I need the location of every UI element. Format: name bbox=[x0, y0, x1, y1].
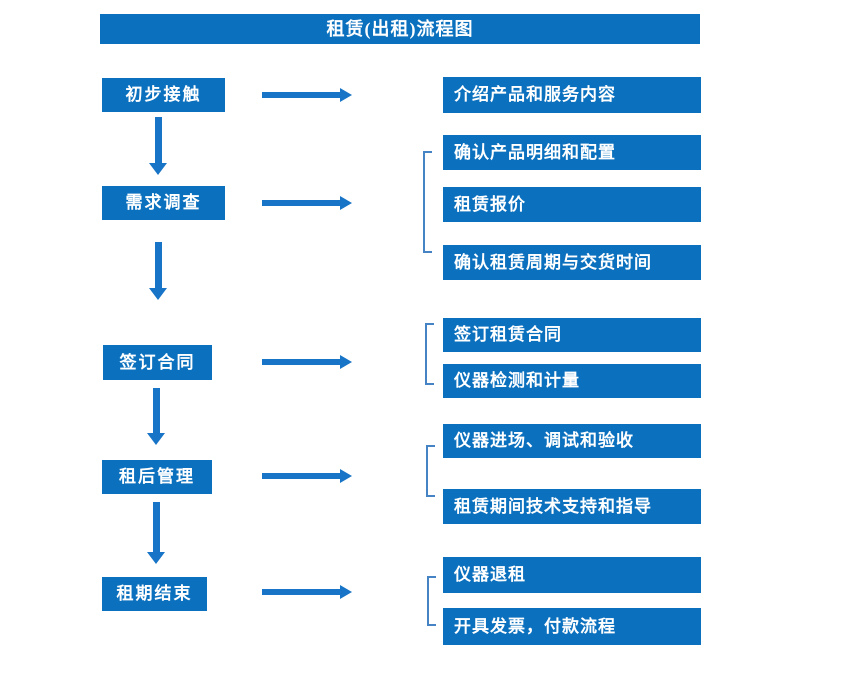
step-box-rental-end: 租期结束 bbox=[102, 577, 207, 611]
down-arrow-head bbox=[149, 288, 167, 300]
step-box-initial-contact: 初步接触 bbox=[102, 78, 225, 112]
bracket-group-demand-survey bbox=[423, 151, 432, 253]
output-box-technical-support: 租赁期间技术支持和指导 bbox=[443, 489, 701, 524]
down-arrow-3 bbox=[147, 388, 165, 445]
bracket-group-sign-contract bbox=[425, 323, 434, 385]
output-box-rental-quote: 租赁报价 bbox=[443, 187, 701, 222]
down-arrow-shaft bbox=[154, 242, 162, 288]
right-arrow-head bbox=[340, 88, 352, 102]
step-box-sign-contract: 签订合同 bbox=[103, 345, 212, 380]
down-arrow-shaft bbox=[152, 502, 160, 552]
flowchart-title: 租赁(出租)流程图 bbox=[100, 14, 700, 44]
right-arrow-5 bbox=[262, 585, 352, 599]
right-arrow-4 bbox=[262, 469, 352, 483]
right-arrow-shaft bbox=[262, 92, 340, 98]
right-arrow-shaft bbox=[262, 473, 340, 479]
right-arrow-head bbox=[340, 469, 352, 483]
down-arrow-head bbox=[147, 552, 165, 564]
right-arrow-shaft bbox=[262, 359, 340, 365]
down-arrow-2 bbox=[149, 242, 167, 300]
right-arrow-head bbox=[340, 355, 352, 369]
down-arrow-head bbox=[147, 433, 165, 445]
output-box-confirm-product-details: 确认产品明细和配置 bbox=[443, 135, 701, 170]
right-arrow-1 bbox=[262, 88, 352, 102]
right-arrow-shaft bbox=[262, 200, 340, 206]
output-box-instrument-return: 仪器退租 bbox=[443, 557, 701, 593]
down-arrow-4 bbox=[147, 502, 165, 564]
bracket-group-rental-end bbox=[427, 576, 436, 626]
step-box-post-rental-management: 租后管理 bbox=[102, 460, 212, 494]
right-arrow-head bbox=[340, 585, 352, 599]
down-arrow-1 bbox=[149, 117, 167, 175]
right-arrow-2 bbox=[262, 196, 352, 210]
right-arrow-head bbox=[340, 196, 352, 210]
output-box-introduce-products: 介绍产品和服务内容 bbox=[443, 77, 701, 113]
output-box-instrument-testing: 仪器检测和计量 bbox=[443, 364, 701, 398]
down-arrow-shaft bbox=[154, 117, 162, 163]
down-arrow-head bbox=[149, 163, 167, 175]
right-arrow-shaft bbox=[262, 589, 340, 595]
bracket-group-post-rental bbox=[426, 445, 435, 497]
output-box-instrument-entry-debug: 仪器进场、调试和验收 bbox=[443, 424, 701, 458]
step-box-demand-survey: 需求调查 bbox=[102, 186, 225, 220]
right-arrow-3 bbox=[262, 355, 352, 369]
output-box-invoice-payment: 开具发票，付款流程 bbox=[443, 608, 701, 645]
output-box-confirm-rental-period: 确认租赁周期与交货时间 bbox=[443, 245, 701, 280]
output-box-sign-rental-contract: 签订租赁合同 bbox=[443, 318, 701, 352]
down-arrow-shaft bbox=[152, 388, 160, 433]
